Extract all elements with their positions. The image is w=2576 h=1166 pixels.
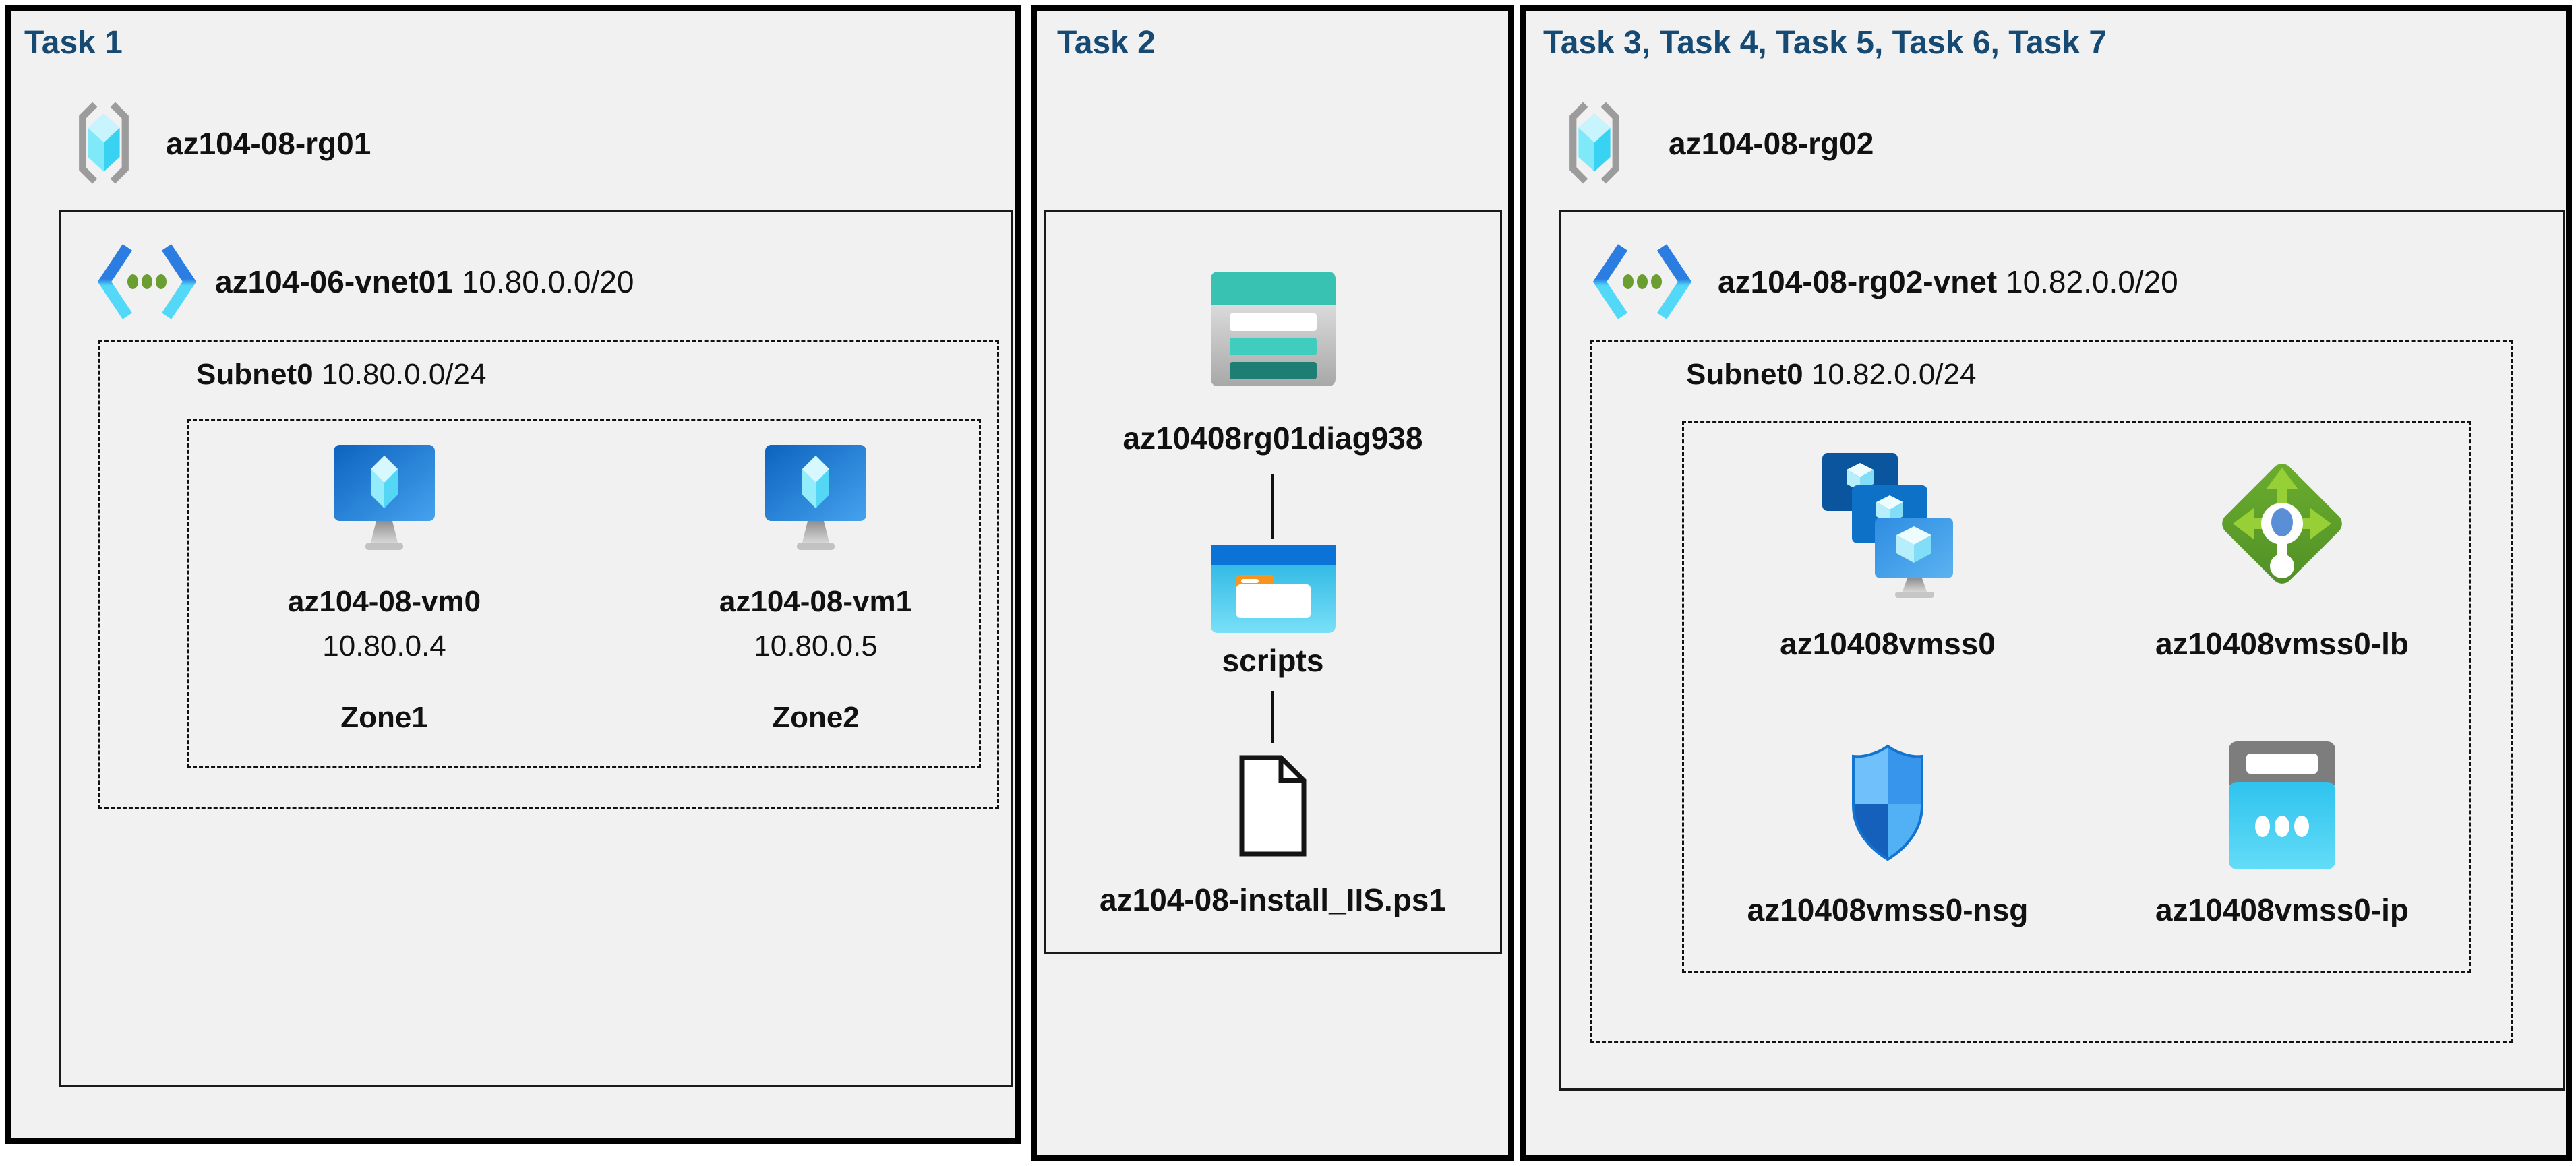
connector-line bbox=[1271, 691, 1274, 743]
nsg-shield-icon bbox=[1837, 743, 1938, 868]
subnet-box: Subnet0 10.80.0.0/24 az104-08-vm0 10.80.… bbox=[98, 340, 999, 809]
virtual-network-icon bbox=[1592, 241, 1693, 323]
vm1-name: az104-08-vm1 bbox=[719, 585, 913, 618]
vnet-cidr: 10.82.0.0/20 bbox=[2005, 264, 2178, 299]
vnet-label: az104-06-vnet01 10.80.0.0/20 bbox=[215, 264, 634, 300]
connector-line bbox=[1271, 474, 1274, 539]
vm0-ip: 10.80.0.4 bbox=[322, 630, 446, 663]
panel-task2-title: Task 2 bbox=[1057, 25, 1156, 61]
panel-task2: Task 2 az10408rg01diag938 scripts az104-… bbox=[1031, 5, 1514, 1161]
vmss-group-box: az10408vmss0 az10408vmss0-lb az10408vmss… bbox=[1682, 421, 2471, 973]
resource-group-name: az104-08-rg02 bbox=[1669, 126, 1874, 161]
container-name: scripts bbox=[1222, 643, 1324, 678]
vm1-zone: Zone2 bbox=[772, 701, 860, 734]
resource-group-icon bbox=[70, 100, 138, 186]
file-icon bbox=[1236, 754, 1309, 858]
subnet-cidr: 10.82.0.0/24 bbox=[1811, 358, 1977, 391]
vmss-name: az10408vmss0 bbox=[1780, 626, 1996, 661]
virtual-machine-icon bbox=[334, 445, 435, 553]
panel-task3-7-title: Task 3, Task 4, Task 5, Task 6, Task 7 bbox=[1543, 25, 2107, 61]
public-ip-icon bbox=[2225, 741, 2339, 869]
subnet-label: Subnet0 10.82.0.0/24 bbox=[1686, 357, 1976, 392]
panel-task3-7: Task 3, Task 4, Task 5, Task 6, Task 7 a… bbox=[1520, 5, 2572, 1161]
vm1-ip: 10.80.0.5 bbox=[754, 630, 878, 663]
virtual-machine-icon bbox=[765, 445, 866, 553]
vm-scale-set-icon bbox=[1822, 453, 1954, 598]
vm0-zone: Zone1 bbox=[340, 701, 428, 734]
storage-account-icon bbox=[1211, 272, 1336, 386]
script-file-name: az104-08-install_IIS.ps1 bbox=[1100, 882, 1446, 917]
panel-task1: Task 1 az104-08-rg01 az104-06-vnet01 10.… bbox=[5, 5, 1021, 1144]
virtual-network-icon bbox=[96, 241, 198, 323]
vnet-name: az104-08-rg02-vnet bbox=[1718, 264, 1998, 299]
subnet-cidr: 10.80.0.0/24 bbox=[321, 358, 487, 391]
vnet-box: az104-06-vnet01 10.80.0.0/20 Subnet0 10.… bbox=[59, 210, 1013, 1087]
nsg-name: az10408vmss0-nsg bbox=[1747, 892, 2029, 927]
vnet-label: az104-08-rg02-vnet 10.82.0.0/20 bbox=[1718, 264, 2178, 300]
load-balancer-icon bbox=[2218, 453, 2346, 598]
storage-chain-box: az10408rg01diag938 scripts az104-08-inst… bbox=[1044, 210, 1502, 954]
load-balancer-name: az10408vmss0-lb bbox=[2155, 626, 2409, 661]
subnet-box: Subnet0 10.82.0.0/24 az10408vmss0 az1040… bbox=[1590, 340, 2513, 1043]
vm0-name: az104-08-vm0 bbox=[287, 585, 481, 618]
vnet-cidr: 10.80.0.0/20 bbox=[461, 264, 634, 299]
public-ip-name: az10408vmss0-ip bbox=[2155, 892, 2409, 927]
vnet-box: az104-08-rg02-vnet 10.82.0.0/20 Subnet0 … bbox=[1559, 210, 2565, 1091]
subnet-name: Subnet0 bbox=[196, 358, 313, 391]
resource-group-icon bbox=[1561, 100, 1628, 186]
folder-icon bbox=[1211, 545, 1336, 633]
resource-group-name: az104-08-rg01 bbox=[166, 126, 371, 161]
panel-task1-title: Task 1 bbox=[24, 25, 123, 61]
vm-group-box: az104-08-vm0 10.80.0.4 Zone1 az104-08-vm… bbox=[187, 419, 981, 768]
storage-account-name: az10408rg01diag938 bbox=[1122, 421, 1423, 456]
subnet-name: Subnet0 bbox=[1686, 358, 1803, 391]
vnet-name: az104-06-vnet01 bbox=[215, 264, 453, 299]
subnet-label: Subnet0 10.80.0.0/24 bbox=[196, 357, 486, 392]
